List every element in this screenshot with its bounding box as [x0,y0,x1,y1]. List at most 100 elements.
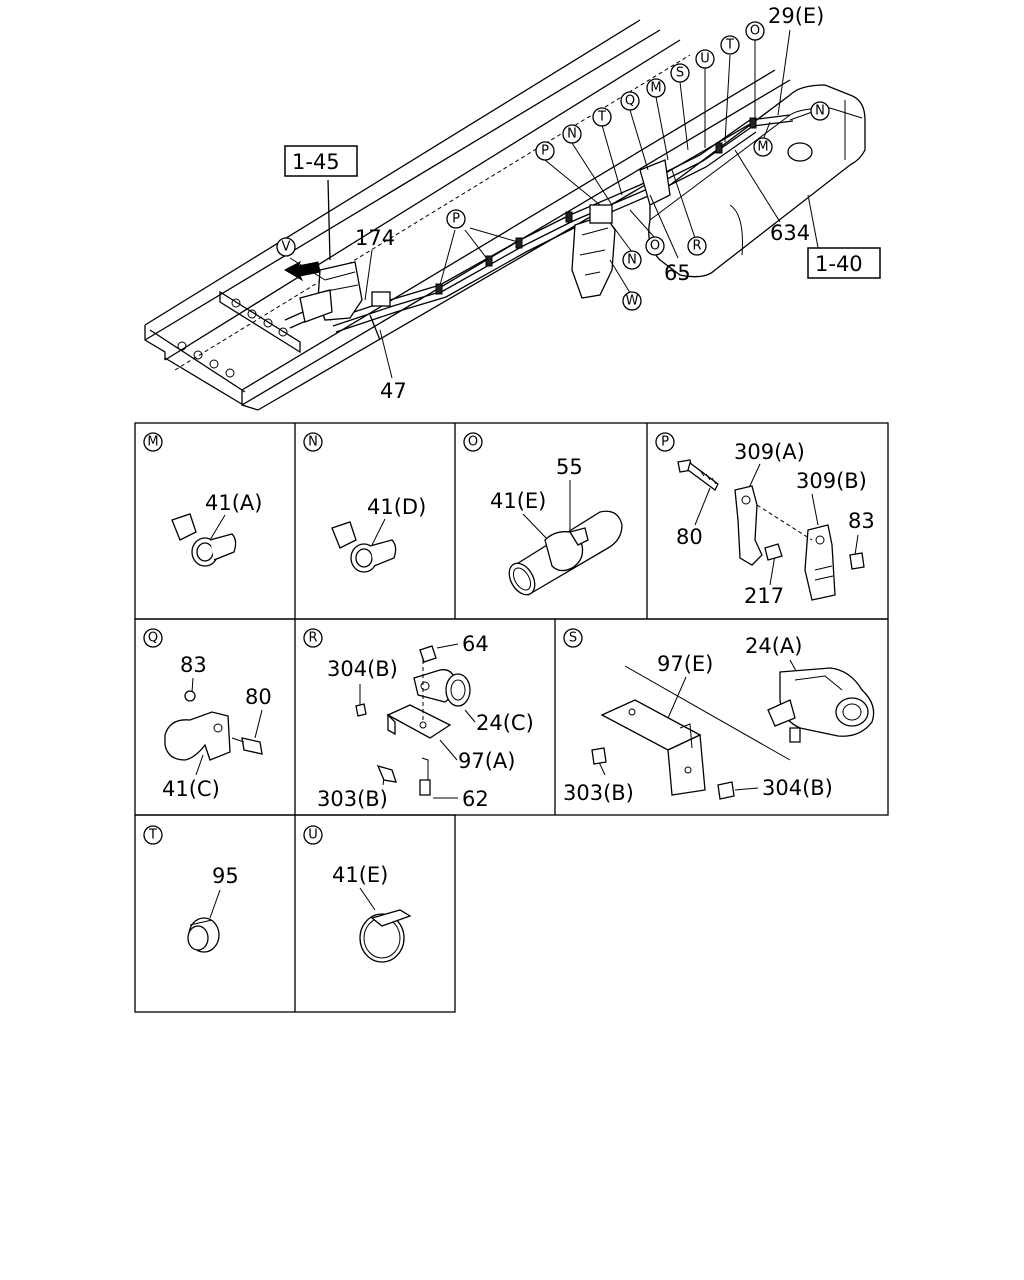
svg-text:80: 80 [245,685,272,709]
panel-s[interactable]: S 97(E) 24(A) 303(B) 304(B) [563,628,875,805]
svg-text:N: N [567,127,577,142]
hose-clamp-41d [331,521,397,573]
svg-text:Q: Q [148,631,158,646]
svg-text:W: W [626,294,639,309]
label-47: 47 [380,379,407,403]
callout-m-1: M [646,78,666,98]
svg-text:P: P [452,212,460,227]
clamp-41e-wire [359,909,412,963]
svg-text:V: V [282,240,291,255]
svg-text:T: T [148,828,157,843]
panel-n[interactable]: N 41(D) [303,432,426,573]
detail-grid [134,422,889,1013]
svg-text:M: M [147,435,158,450]
callout-v: V [276,237,296,257]
panel-q[interactable]: Q 83 80 41(C) [143,628,272,801]
svg-text:41(C): 41(C) [162,777,220,801]
svg-text:309(A): 309(A) [734,440,805,464]
bracket-97a [355,703,452,739]
callout-n-2: N [810,101,830,121]
callout-n-3: N [622,250,642,270]
label-634: 634 [770,221,810,245]
svg-text:T: T [597,110,606,125]
clamp-309b [804,524,836,601]
callout-t-2: T [720,35,740,55]
label-174: 174 [355,226,395,250]
main-labels: 29(E) 174 47 634 65 [355,4,824,403]
svg-text:83: 83 [180,653,207,677]
svg-text:O: O [750,24,760,39]
svg-text:M: M [650,81,661,96]
panel-m[interactable]: M 41(A) [143,432,262,567]
main-callouts: P N T Q M S U T O N M O R N W P V [276,21,830,311]
panel-t[interactable]: T 95 [143,825,239,953]
valve-24a [767,667,875,743]
cross-member-holes [177,298,288,378]
panel-p[interactable]: P 309(A) 309(B) 80 83 217 [655,432,875,608]
svg-text:55: 55 [556,455,583,479]
panel-o[interactable]: O 55 41(E) [463,432,623,599]
callout-n-1: N [562,124,582,144]
panel-r[interactable]: R 64 304(B) 24(C) 97(A) 303(B) 62 [303,628,534,811]
svg-text:217: 217 [744,584,784,608]
svg-text:N: N [308,435,318,450]
svg-text:304(B): 304(B) [327,657,398,681]
ref-box-1-45[interactable]: 1-45 [284,145,358,177]
svg-text:R: R [692,239,701,254]
label-29e: 29(E) [768,4,824,28]
callout-o-2: O [645,236,665,256]
callout-s: S [670,63,690,83]
svg-text:80: 80 [676,525,703,549]
svg-text:303(B): 303(B) [563,781,634,805]
callout-r: R [687,236,707,256]
svg-text:P: P [661,435,669,450]
front-valve-assembly [299,179,391,323]
svg-text:N: N [815,104,825,119]
svg-text:1-40: 1-40 [815,252,863,276]
svg-text:M: M [757,140,768,155]
fuel-tank [648,84,866,278]
svg-text:41(E): 41(E) [332,863,388,887]
svg-text:P: P [541,144,549,159]
svg-text:N: N [627,253,637,268]
fuel-lines [284,114,794,341]
svg-text:62: 62 [462,787,489,811]
callout-m-2: M [753,137,773,157]
label-65: 65 [664,261,691,285]
callout-w: W [622,291,642,311]
callout-q: Q [620,91,640,111]
svg-text:Q: Q [625,94,635,109]
callout-p-mid: P [446,209,466,229]
panel-u[interactable]: U 41(E) [303,825,412,963]
clamp-309a [734,485,763,566]
svg-text:O: O [650,239,660,254]
ref-box-1-40[interactable]: 1-40 [807,247,881,279]
svg-text:T: T [725,38,734,53]
callout-o-1: O [745,21,765,41]
svg-text:41(A): 41(A) [205,491,262,515]
svg-text:303(B): 303(B) [317,787,388,811]
clamp-24c [413,645,471,707]
svg-text:41(D): 41(D) [367,495,426,519]
svg-text:O: O [468,435,478,450]
svg-text:U: U [700,52,710,67]
svg-text:304(B): 304(B) [762,776,833,800]
callout-t-1: T [592,107,612,127]
clamp-95 [187,917,220,953]
front-direction-arrow [283,260,321,282]
svg-text:309(B): 309(B) [796,469,867,493]
clamp-41c [164,690,263,761]
fuel-filter-assembly [571,159,671,299]
svg-text:S: S [676,66,684,81]
svg-text:95: 95 [212,864,239,888]
svg-text:U: U [308,828,318,843]
hose-with-clamp [508,510,623,596]
svg-text:64: 64 [462,632,489,656]
svg-text:R: R [308,631,317,646]
svg-text:41(E): 41(E) [490,489,546,513]
callout-u: U [695,49,715,69]
svg-text:97(E): 97(E) [657,652,713,676]
hose-clamp-41a [171,513,237,567]
callout-p-top: P [535,141,555,161]
